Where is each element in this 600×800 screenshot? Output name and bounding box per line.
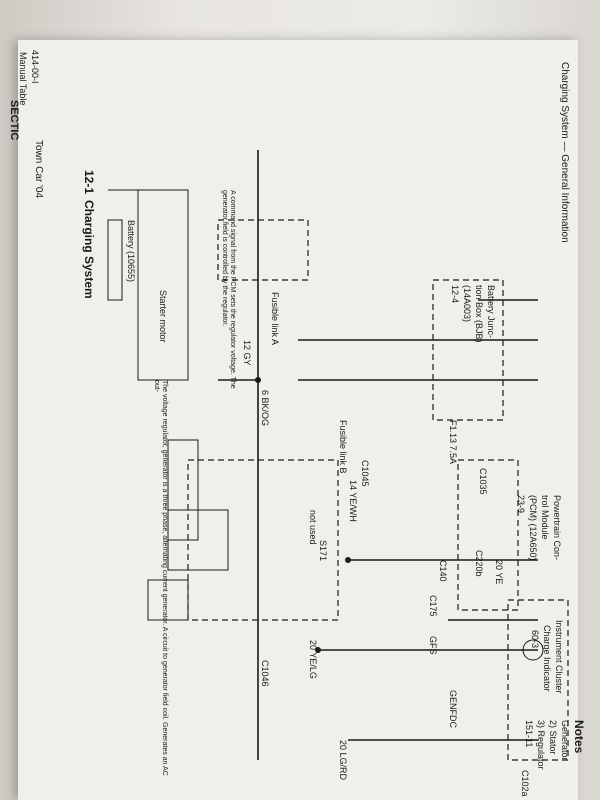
connector-label: S171 xyxy=(318,540,328,562)
generator-ref: 151-11 xyxy=(524,720,534,748)
pcm-label-1: Powertrain Con- xyxy=(552,495,562,561)
connector-label: C1046 xyxy=(260,660,270,687)
pcm-label-3: (PCM) (12A650) xyxy=(528,495,538,561)
section-heading: SECTIC xyxy=(8,100,20,141)
connector-label: C102a xyxy=(520,770,530,797)
fuse-label: F1.13 7.5A xyxy=(448,420,458,465)
connector-label: C1035 xyxy=(478,468,488,495)
wire-label: 14 YE/WH xyxy=(348,480,358,522)
bjb-label-2: tion Box (BJB) xyxy=(474,285,484,343)
pcm-label-2: trol Module xyxy=(540,495,550,540)
starter-motor-label: Starter motor xyxy=(158,290,168,343)
instrument-cluster-label: Instrument Cluster xyxy=(554,620,564,694)
battery-label: Battery (10655) xyxy=(126,220,136,283)
wire-label: 12 GY xyxy=(242,340,252,366)
footer: Town Car '04 xyxy=(33,140,44,199)
manual-table: Manual Table xyxy=(18,52,28,106)
bottom-note: The voltage regulator, generator is a th… xyxy=(153,380,168,776)
genfdc-label: GENFDC xyxy=(448,690,458,728)
gfs-label: GFS xyxy=(428,636,438,655)
fusible-link-b: Fusible link B xyxy=(338,420,348,474)
description-text: A command signal from the PCM sets the r… xyxy=(221,190,236,389)
wiring-diagram xyxy=(107,150,569,761)
pcm-label-4: 23-9 xyxy=(516,495,526,514)
generator-label: Generator xyxy=(560,720,570,761)
figure-id: 12-1 xyxy=(82,170,96,195)
bjb-label-3: (14A003) xyxy=(462,285,472,323)
connector-label: C140 xyxy=(438,560,448,582)
bjb-label-1: Battery Junc- xyxy=(486,285,496,339)
wire-label: 20 YE xyxy=(494,560,504,585)
bjb-label-4: 12-4 xyxy=(450,285,460,304)
wire-label: 6 BK/OG xyxy=(260,390,270,427)
fusible-link-a: Fusible link A xyxy=(270,292,280,346)
charge-indicator-label: Charge Indicator xyxy=(542,625,552,692)
connector-label: C1045 xyxy=(360,460,370,487)
manual-sheet: Charging System — General Information 41… xyxy=(8,40,578,800)
not-used-label: not used xyxy=(308,510,318,545)
wire-label: 20 YE/LG xyxy=(308,640,318,679)
generator-stator: 2) Stator xyxy=(548,720,558,755)
generator-regulator: 3) Regulator xyxy=(536,720,546,770)
page-ref: 414-00-I xyxy=(30,50,40,84)
connector-label: C175 xyxy=(428,595,438,617)
figure-title: Charging System xyxy=(82,200,96,299)
cluster-ref: 60-3 xyxy=(530,630,540,649)
header-title: Charging System — General Information xyxy=(559,62,570,243)
connector-label: C220b xyxy=(474,550,484,577)
wire-label: 20 LG/RD xyxy=(338,740,348,781)
notes-heading: Notes xyxy=(572,720,586,754)
